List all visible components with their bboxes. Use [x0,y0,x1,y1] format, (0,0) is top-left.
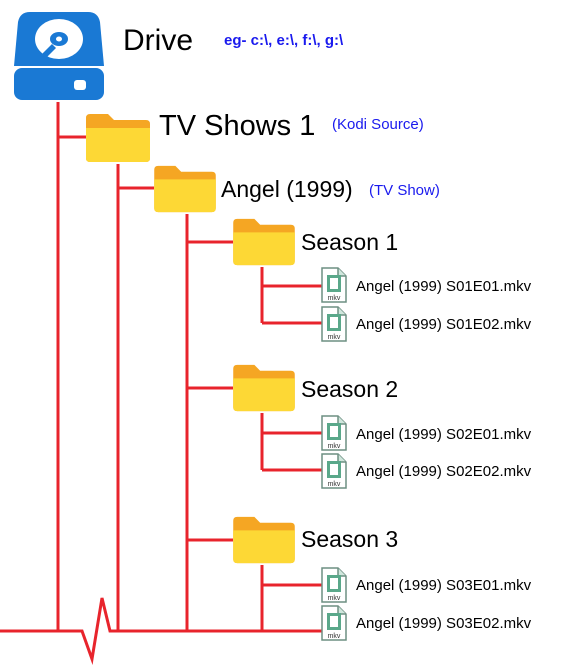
show-label: Angel (1999) [221,176,353,202]
folder-icon [233,218,295,266]
source-note: (Kodi Source) [332,116,424,133]
source-label: TV Shows 1 [159,110,316,142]
file-item: Angel (1999) S03E01.mkv [356,577,532,594]
show-note: (TV Show) [369,182,440,199]
file-type-label: mkv [328,295,341,302]
season-3-label: Season 3 [301,526,399,552]
mkv-file-icon: mkv [321,453,347,489]
mkv-file-icon: mkv [321,605,347,641]
season-1-label: Season 1 [301,229,399,255]
folder-icon [233,516,295,564]
season-2-label: Season 2 [301,376,399,402]
folder-icon [154,165,216,213]
mkv-file-icon: mkv [321,267,347,303]
file-item: Angel (1999) S02E02.mkv [356,463,532,480]
hard-drive-icon [14,12,104,100]
mkv-file-icon: mkv [321,306,347,342]
file-type-label: mkv [328,481,341,488]
folder-icon [86,114,150,162]
file-item: Angel (1999) S01E02.mkv [356,316,532,333]
mkv-file-icon: mkv [321,415,347,451]
file-item: Angel (1999) S01E01.mkv [356,278,532,295]
folder-icon [233,364,295,412]
file-type-label: mkv [328,633,341,640]
drive-label: Drive [123,24,194,57]
file-type-label: mkv [328,443,341,450]
file-item: Angel (1999) S02E01.mkv [356,426,532,443]
file-item: Angel (1999) S03E02.mkv [356,615,532,632]
file-type-label: mkv [328,334,341,341]
drive-note: eg- c:\, e:\, f:\, g:\ [224,32,344,49]
file-type-label: mkv [328,595,341,602]
mkv-file-icon: mkv [321,567,347,603]
